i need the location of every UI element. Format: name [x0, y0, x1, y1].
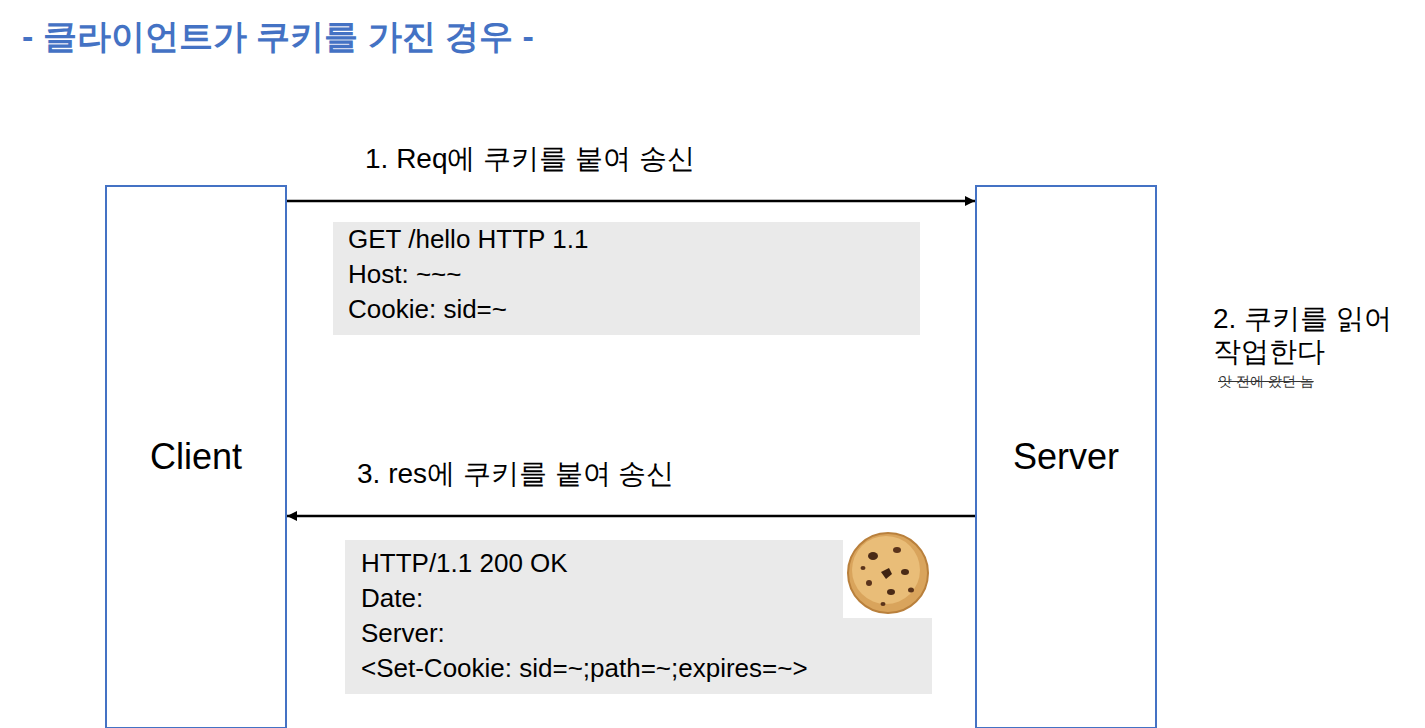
message-line: Cookie: sid=~: [348, 292, 588, 327]
message-line: GET /hello HTTP 1.1: [348, 222, 588, 257]
text-group: HTTP/1.1 200 OKDate:Server:<Set-Cookie: …: [345, 540, 820, 690]
note-text: 2. 쿠키를 읽어 작업한다: [1213, 302, 1413, 368]
message-line: Host: ~~~: [348, 257, 588, 292]
endpoint-name: Client: [150, 436, 242, 478]
title: - 클라이언트가 쿠키를 가진 경우 -: [22, 14, 534, 60]
arrow-label: 1. Req에 쿠키를 붙여 송신: [365, 142, 695, 176]
text-group: Client: [150, 436, 242, 478]
arrow-label: 3. res에 쿠키를 붙여 송신: [357, 457, 674, 491]
text-group: Server: [1013, 436, 1119, 478]
message-line: Date:: [361, 581, 808, 616]
endpoint-box: Server: [975, 185, 1157, 728]
struck-note: 앗 전에 왔던 놈: [1218, 372, 1408, 390]
endpoint-name: Server: [1013, 436, 1119, 478]
cookie-illustration: [845, 528, 933, 618]
endpoint-box: Client: [105, 185, 287, 728]
message-fill: [345, 540, 932, 694]
message-line: HTTP/1.1 200 OK: [361, 546, 808, 581]
message-arrow: [287, 515, 975, 518]
message-line: Server:: [361, 616, 808, 651]
text-group: GET /hello HTTP 1.1Host: ~~~Cookie: sid=…: [333, 222, 600, 331]
message-line: <Set-Cookie: sid=~;path=~;expires=~>: [361, 651, 808, 686]
message-box: GET /hello HTTP 1.1Host: ~~~Cookie: sid=…: [333, 222, 920, 335]
message-box: HTTP/1.1 200 OKDate:Server:<Set-Cookie: …: [345, 540, 932, 694]
message-arrow: [287, 200, 975, 203]
